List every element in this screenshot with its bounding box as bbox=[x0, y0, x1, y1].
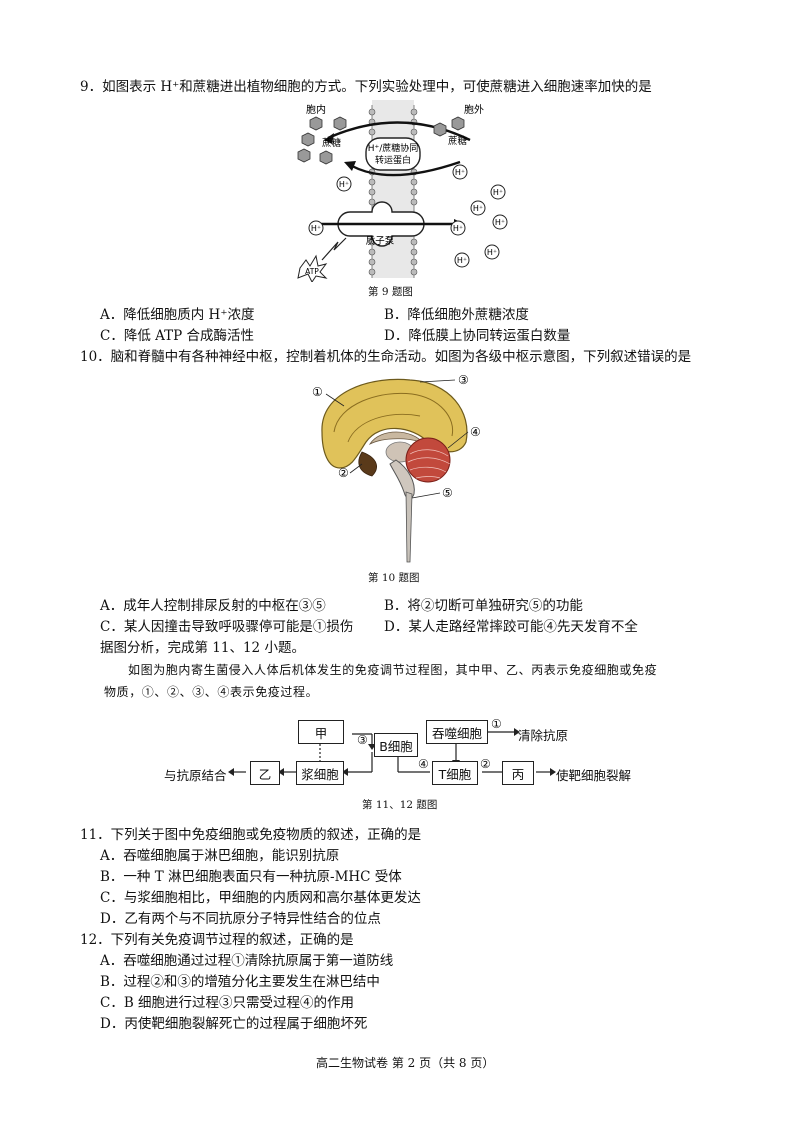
q11-option-b: B．一种 T 淋巴细胞表面只有一种抗原-MHC 受体 bbox=[100, 869, 402, 885]
passage-line-1: 如图为胞内寄生菌侵入人体后机体发生的免疫调节过程图，其中甲、乙、丙表示免疫细胞或… bbox=[128, 663, 658, 677]
svg-text:⑤: ⑤ bbox=[442, 486, 453, 500]
flow-box-jia: 甲 bbox=[298, 720, 344, 744]
q9-option-a: A．降低细胞质内 H⁺浓度 bbox=[100, 307, 255, 323]
svg-text:H⁺: H⁺ bbox=[455, 168, 465, 177]
flow-marker-2: ② bbox=[480, 757, 491, 771]
q10-option-d: D．某人走路经常摔跤可能④先天发育不全 bbox=[384, 619, 638, 635]
flow-box-tcell: T细胞 bbox=[432, 761, 478, 785]
flow-bind-antigen: 与抗原结合 bbox=[164, 768, 227, 783]
svg-text:蔗糖: 蔗糖 bbox=[448, 135, 468, 147]
q12-stem: 12．下列有关免疫调节过程的叙述，正确的是 bbox=[80, 932, 354, 948]
q9-option-b: B．降低细胞外蔗糖浓度 bbox=[384, 307, 529, 323]
svg-text:H⁺: H⁺ bbox=[453, 224, 463, 233]
q11-option-c: C．与浆细胞相比，甲细胞的内质网和高尔基体更发达 bbox=[100, 890, 421, 906]
flow-lyse: 使靶细胞裂解 bbox=[556, 768, 632, 783]
svg-text:转运蛋白: 转运蛋白 bbox=[375, 154, 411, 166]
svg-text:胞内: 胞内 bbox=[306, 103, 326, 116]
svg-text:②: ② bbox=[338, 466, 349, 480]
flow-marker-4: ④ bbox=[418, 757, 429, 771]
flow-caption: 第 11、12 题图 bbox=[362, 799, 438, 811]
svg-text:H⁺: H⁺ bbox=[495, 218, 505, 227]
svg-text:胞外: 胞外 bbox=[464, 104, 484, 116]
flow-marker-1: ① bbox=[491, 717, 502, 731]
atp-burst bbox=[297, 254, 328, 282]
passage-intro: 据图分析，完成第 11、12 小题。 bbox=[100, 640, 305, 656]
symporter bbox=[365, 137, 421, 171]
flow-box-macrophage: 吞噬细胞 bbox=[426, 720, 488, 744]
q10-caption: 第 10 题图 bbox=[368, 572, 420, 584]
q9-membrane-figure: H⁺/蔗糖协同 转运蛋白 质子泵 胞内 胞外 蔗糖 蔗糖 H⁺ H⁺ H⁺ H⁺… bbox=[297, 100, 508, 282]
svg-text:H⁺/蔗糖协同: H⁺/蔗糖协同 bbox=[368, 142, 419, 154]
flow-marker-3: ③ bbox=[357, 733, 368, 747]
q9-stem: 9．如图表示 H⁺和蔗糖进出植物细胞的方式。下列实验处理中，可使蔗糖进入细胞速率… bbox=[80, 79, 652, 95]
q10-option-a: A．成年人控制排尿反射的中枢在③⑤ bbox=[100, 598, 326, 614]
svg-text:H⁺: H⁺ bbox=[473, 204, 483, 213]
q12-option-d: D．丙使靶细胞裂解死亡的过程属于细胞坏死 bbox=[100, 1016, 368, 1032]
q10-option-b: B．将②切断可单独研究⑤的功能 bbox=[384, 598, 583, 614]
q11-option-d: D．乙有两个与不同抗原分子特异性结合的位点 bbox=[100, 911, 381, 927]
flow-clear-antigen: 清除抗原 bbox=[518, 728, 569, 743]
q9-caption: 第 9 题图 bbox=[368, 286, 413, 298]
svg-text:H⁺: H⁺ bbox=[487, 248, 497, 257]
q11-option-a: A．吞噬细胞属于淋巴细胞，能识别抗原 bbox=[100, 848, 340, 864]
q12-option-b: B．过程②和③的增殖分化主要发生在淋巴结中 bbox=[100, 974, 380, 990]
flow-box-yi: 乙 bbox=[250, 761, 280, 785]
flow-box-plasma: 浆细胞 bbox=[296, 761, 344, 785]
q9-option-c: C．降低 ATP 合成酶活性 bbox=[100, 328, 255, 344]
svg-text:蔗糖: 蔗糖 bbox=[322, 137, 342, 149]
q10-option-c: C．某人因撞击导致呼吸骤停可能是①损伤 bbox=[100, 619, 354, 635]
q12-option-a: A．吞噬细胞通过过程①清除抗原属于第一道防线 bbox=[100, 953, 394, 969]
svg-text:①: ① bbox=[312, 385, 323, 399]
page-footer: 高二生物试卷 第 2 页（共 8 页） bbox=[316, 1056, 495, 1070]
svg-text:H⁺: H⁺ bbox=[493, 188, 503, 197]
q9-option-d: D．降低膜上协同转运蛋白数量 bbox=[384, 328, 571, 344]
q10-brain-figure: ① ③ ④ ② ⑤ bbox=[312, 373, 481, 563]
svg-text:④: ④ bbox=[470, 425, 481, 439]
svg-text:H⁺: H⁺ bbox=[457, 256, 467, 265]
svg-text:质子泵: 质子泵 bbox=[366, 235, 395, 247]
flow-box-bing: 丙 bbox=[502, 761, 534, 785]
q11-stem: 11．下列关于图中免疫细胞或免疫物质的叙述，正确的是 bbox=[80, 827, 422, 843]
flow-box-bcell: B细胞 bbox=[374, 733, 418, 757]
svg-text:H⁺: H⁺ bbox=[311, 224, 321, 233]
svg-text:H⁺: H⁺ bbox=[339, 180, 349, 189]
passage-line-2: 物质，①、②、③、④表示免疫过程。 bbox=[104, 685, 319, 699]
svg-text:ATP: ATP bbox=[305, 267, 319, 276]
svg-text:③: ③ bbox=[458, 373, 469, 387]
q10-stem: 10．脑和脊髓中有各种神经中枢，控制着机体的生命活动。如图为各级中枢示意图，下列… bbox=[80, 349, 692, 365]
q12-option-c: C．B 细胞进行过程③只需受过程④的作用 bbox=[100, 995, 355, 1011]
